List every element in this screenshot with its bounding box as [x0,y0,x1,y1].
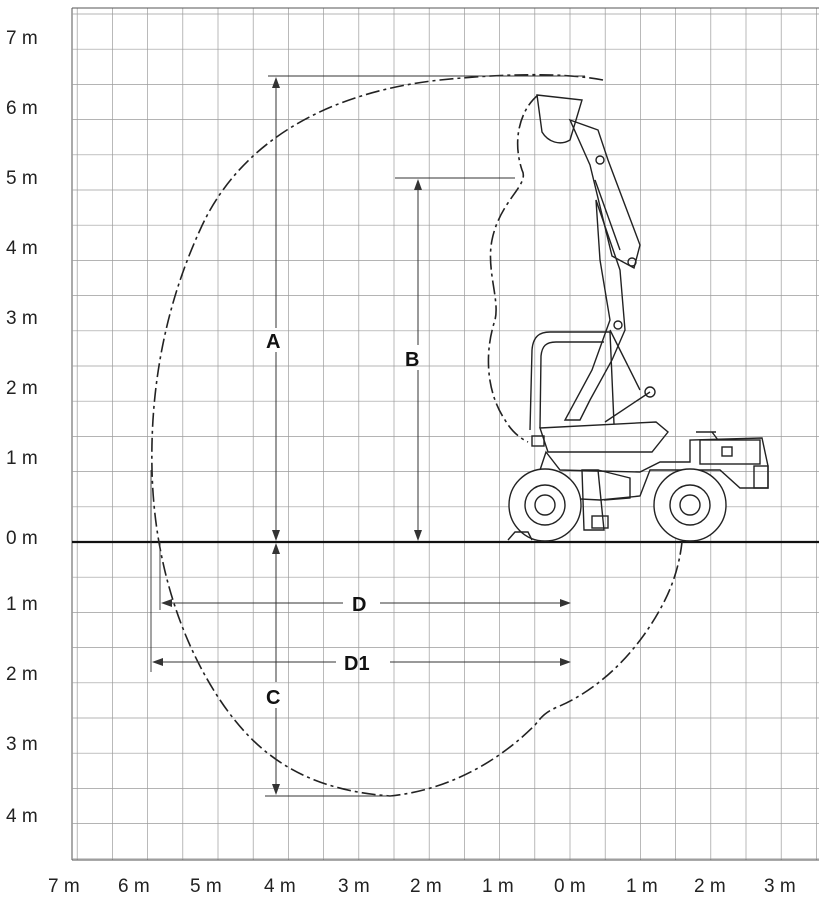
y-label-0m: 0 m [6,528,38,549]
bucket-icon [536,94,583,144]
x-axis-labels: 7 m 6 m 5 m 4 m 3 m 2 m 1 m 0 m 1 m 2 m … [48,876,796,897]
grid [71,7,819,861]
x-label-6m: 6 m [118,876,150,897]
x-label-7m: 7 m [48,876,80,897]
dimension-d1: D1 [152,653,571,675]
dimension-d: D [161,594,571,616]
y-label-1m-down: 1 m [6,594,38,615]
y-label-3m-up: 3 m [6,308,38,329]
reach-envelope [151,73,683,797]
y-label-2m-down: 2 m [6,664,38,685]
y-label-6m-up: 6 m [6,98,38,119]
y-label-5m-up: 5 m [6,168,38,189]
x-label-3m: 3 m [338,876,370,897]
x-label-1m-left: 1 m [482,876,514,897]
x-label-0m: 0 m [554,876,586,897]
y-label-2m-up: 2 m [6,378,38,399]
front-wheel [508,468,582,542]
inner-reach-curve [487,94,539,443]
stick-arm [568,118,641,270]
y-axis-labels: 7 m 6 m 5 m 4 m 3 m 2 m 1 m 0 m 1 m 2 m … [6,28,38,827]
boom-arm [563,199,626,421]
cab [529,331,615,431]
y-label-4m-up: 4 m [6,238,38,259]
x-label-4m: 4 m [264,876,296,897]
upper-structure [539,421,669,453]
dimension-a-label: A [266,331,280,353]
excavator-illustration [507,94,769,542]
x-label-1m-right: 1 m [626,876,658,897]
dimension-c-label: C [266,687,280,709]
x-label-2m: 2 m [410,876,442,897]
x-label-5m: 5 m [190,876,222,897]
dimension-a: A [266,77,280,541]
rear-wheel [653,468,727,542]
y-label-1m-up: 1 m [6,448,38,469]
dimension-b: B [405,179,422,541]
x-label-2m-right: 2 m [694,876,726,897]
y-label-3m-down: 3 m [6,734,38,755]
dimension-d-label: D [352,594,366,616]
x-label-3m-right: 3 m [764,876,796,897]
blade [581,469,605,531]
y-label-4m-down: 4 m [6,806,38,827]
y-label-7m-up: 7 m [6,28,38,49]
dimension-d1-label: D1 [344,653,370,675]
dimension-c: C [266,543,280,795]
dimension-b-label: B [405,349,419,371]
